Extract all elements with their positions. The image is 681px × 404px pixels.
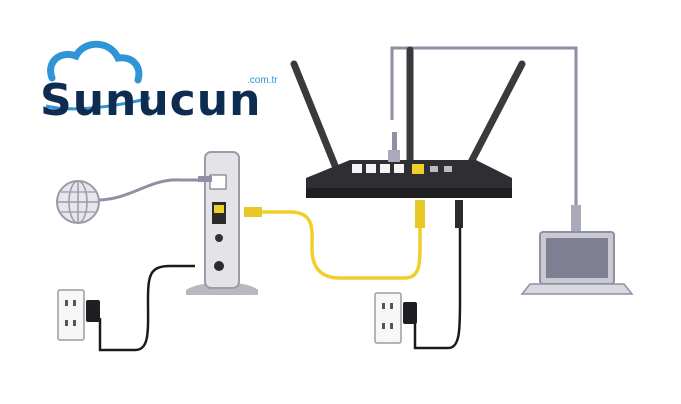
modem-icon: [186, 151, 258, 295]
router-icon: [290, 46, 526, 228]
ethernet-cable-modem-router: [262, 210, 422, 280]
power-cable-modem: [98, 264, 195, 352]
ethernet-plug-modem: [244, 207, 262, 217]
wall-outlet-icon-modem: [57, 289, 100, 341]
logo-swoosh: [45, 96, 151, 111]
power-cable-router: [413, 228, 462, 350]
logo-domain: .com.tr: [247, 75, 278, 86]
coax-cable-internet-modem: [97, 178, 212, 202]
router-antenna-right: [464, 60, 526, 172]
ethernet-cable-router-laptop: [390, 46, 578, 205]
laptop-icon: [520, 205, 634, 295]
globe-icon: [56, 180, 100, 224]
brand-logo: Sunucun .com.tr: [40, 40, 278, 126]
router-antenna-left: [290, 60, 340, 172]
wall-outlet-icon-router: [374, 292, 417, 344]
cloud-icon: [47, 40, 143, 84]
logo-wordmark: Sunucun: [40, 75, 261, 126]
